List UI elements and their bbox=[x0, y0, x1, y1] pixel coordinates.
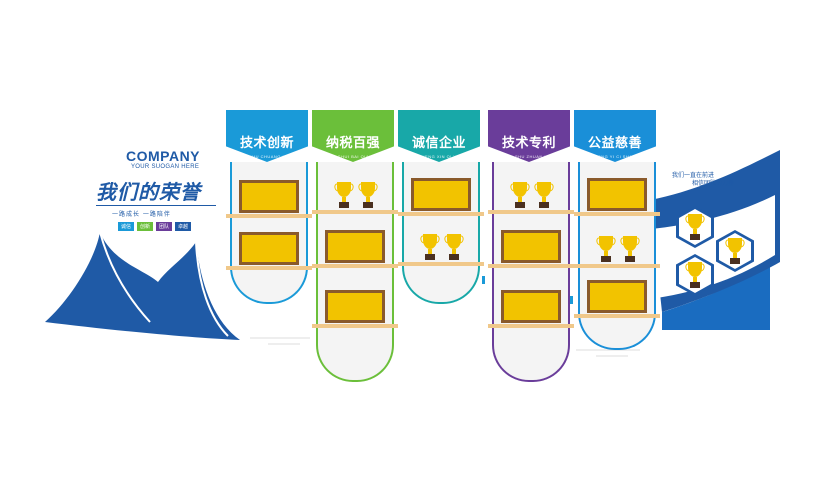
panel-pinyin: JI SHU CHUANG XIN bbox=[243, 154, 291, 159]
trophy-icon bbox=[510, 182, 530, 208]
panel-pinyin: CHENG XIN QI YE bbox=[418, 154, 460, 159]
panel-title: 诚信企业 bbox=[411, 136, 466, 151]
honor-title: 我们的荣誉 bbox=[96, 180, 201, 204]
shelf bbox=[574, 212, 660, 216]
trophy-icon bbox=[685, 214, 705, 240]
trophy-icon bbox=[596, 236, 616, 262]
tag-item: 团队 bbox=[156, 222, 173, 231]
certificate-frame bbox=[501, 230, 561, 263]
panel-body bbox=[488, 162, 574, 382]
certificate-frame bbox=[587, 280, 647, 313]
panel-title: 技术专利 bbox=[501, 136, 556, 151]
accent-mark bbox=[570, 296, 573, 304]
panel-title: 纳税百强 bbox=[325, 136, 380, 151]
title-underline bbox=[96, 205, 216, 206]
panel-tech-innovation: 技术创新 JI SHU CHUANG XIN bbox=[226, 110, 312, 304]
panel-body bbox=[226, 162, 312, 304]
motto-line-1: 我们一直在前进 bbox=[672, 172, 715, 179]
shelf bbox=[398, 212, 484, 216]
trophy-icon bbox=[534, 182, 554, 208]
tag-item: 创新 bbox=[137, 222, 154, 231]
panel-header: 技术创新 JI SHU CHUANG XIN bbox=[226, 110, 308, 162]
company-name: COMPANY bbox=[126, 148, 201, 164]
panel-body bbox=[398, 162, 484, 304]
certificate-frame bbox=[501, 290, 561, 323]
panel-pinyin: JI SHU ZHUAN LI bbox=[509, 154, 549, 159]
panel-public-welfare: 公益慈善 GONG YI CI SHAN bbox=[574, 110, 660, 350]
tag-item: 诚信 bbox=[118, 222, 135, 231]
certificate-frame bbox=[239, 180, 299, 213]
panel-pinyin: GONG YI CI SHAN bbox=[594, 154, 636, 159]
shelf bbox=[312, 324, 398, 328]
trophy-icon bbox=[420, 234, 440, 260]
shelf bbox=[312, 264, 398, 268]
panel-header: 技术专利 JI SHU ZHUAN LI bbox=[488, 110, 570, 162]
panel-body bbox=[312, 162, 398, 382]
certificate-frame bbox=[325, 230, 385, 263]
shelf bbox=[574, 264, 660, 268]
shelf bbox=[226, 214, 312, 218]
slogan: YOUR SUOGAN HERE bbox=[131, 164, 200, 170]
trophy-icon bbox=[444, 234, 464, 260]
panel-integrity-enterprise: 诚信企业 CHENG XIN QI YE bbox=[398, 110, 484, 304]
panel-header: 公益慈善 GONG YI CI SHAN bbox=[574, 110, 656, 162]
panel-title: 公益慈善 bbox=[587, 136, 642, 151]
accent-mark bbox=[482, 276, 485, 284]
value-tags: 诚信 创新 团队 卓越 bbox=[118, 222, 192, 231]
panel-tech-patent: 技术专利 JI SHU ZHUAN LI bbox=[488, 110, 574, 382]
trophy-icon bbox=[334, 182, 354, 208]
certificate-frame bbox=[411, 178, 471, 211]
trophy-icon bbox=[620, 236, 640, 262]
certificate-frame bbox=[239, 232, 299, 265]
tag-item: 卓越 bbox=[175, 222, 192, 231]
shelf bbox=[488, 324, 574, 328]
shelf bbox=[398, 262, 484, 266]
panel-pinyin: NA SHUI BAI QIANG bbox=[329, 154, 377, 159]
motto-line-2: 相信团队的力量 bbox=[692, 180, 735, 187]
trophy-icon bbox=[725, 238, 745, 264]
panel-body bbox=[574, 162, 660, 350]
shelf bbox=[312, 210, 398, 214]
panel-header: 纳税百强 NA SHUI BAI QIANG bbox=[312, 110, 394, 162]
shelf bbox=[226, 266, 312, 270]
honor-subtitle: 一路成长 一路陪伴 bbox=[112, 211, 171, 218]
panel-tax-top100: 纳税百强 NA SHUI BAI QIANG bbox=[312, 110, 398, 382]
trophy-icon bbox=[358, 182, 378, 208]
shelf bbox=[574, 314, 660, 318]
certificate-frame bbox=[587, 178, 647, 211]
certificate-frame bbox=[325, 290, 385, 323]
trophy-icon bbox=[685, 262, 705, 288]
panel-header: 诚信企业 CHENG XIN QI YE bbox=[398, 110, 480, 162]
shelf bbox=[488, 264, 574, 268]
shelf bbox=[488, 210, 574, 214]
panel-title: 技术创新 bbox=[239, 136, 294, 151]
